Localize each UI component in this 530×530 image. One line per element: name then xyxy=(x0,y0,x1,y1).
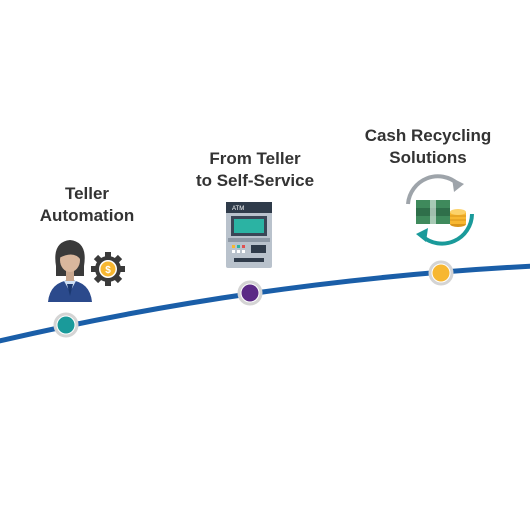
milestone-2-line1: From Teller xyxy=(209,149,301,168)
milestone-dot-3 xyxy=(428,260,454,286)
milestone-2-line2: to Self-Service xyxy=(195,171,315,190)
milestone-dot-2 xyxy=(237,280,263,306)
milestone-3-line1: Cash Recycling xyxy=(364,126,492,145)
cash-recycling-icon xyxy=(406,174,474,246)
milestone-dot-2-fill xyxy=(241,284,259,302)
milestone-label-2: From Teller to Self-Service xyxy=(160,148,350,192)
milestone-1-line2: Automation xyxy=(39,206,135,225)
milestone-dot-1 xyxy=(53,312,79,338)
milestone-label-1: Teller Automation xyxy=(0,183,182,227)
atm-sign-text: ATM xyxy=(232,206,244,212)
atm-machine-icon: ATM xyxy=(226,202,272,268)
milestone-label-3: Cash Recycling Solutions xyxy=(333,125,523,169)
teller-person-gear-icon: $ xyxy=(48,240,125,302)
milestone-dot-3-fill xyxy=(432,264,450,282)
coin-symbol: $ xyxy=(105,265,111,276)
milestone-3-line2: Solutions xyxy=(389,148,467,167)
milestone-dot-1-fill xyxy=(57,316,75,334)
milestone-1-line1: Teller xyxy=(64,184,110,203)
